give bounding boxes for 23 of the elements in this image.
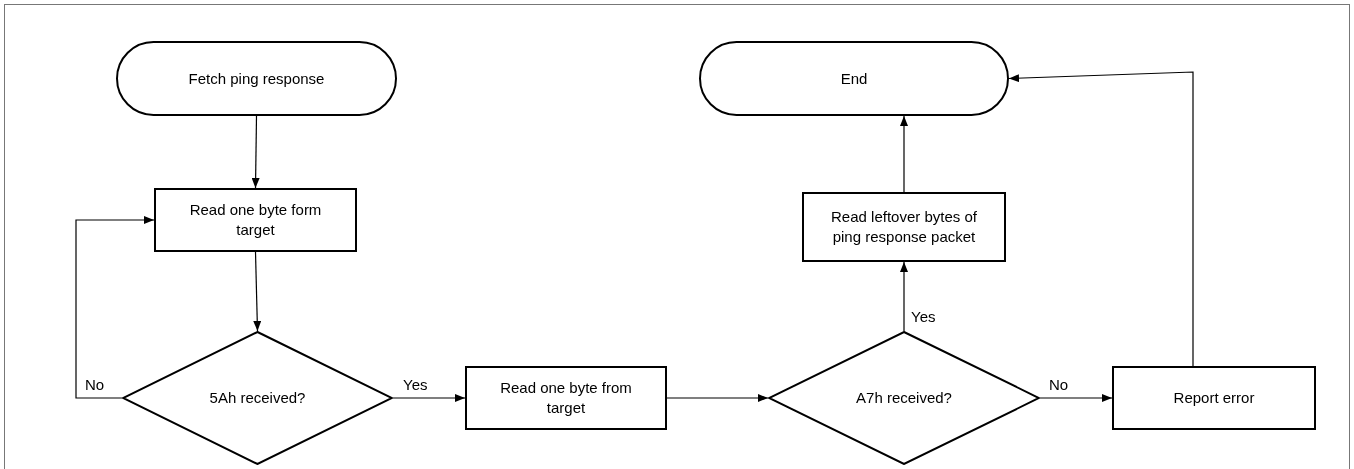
node-label: Report error: [1173, 388, 1255, 408]
node-label: 5Ah received?: [209, 388, 306, 408]
process-box: [465, 366, 667, 430]
process-box: [802, 192, 1006, 262]
decision-diamond: [122, 331, 393, 465]
arrow: [900, 115, 908, 193]
node-label: Read leftover bytes of ping response packet: [830, 207, 978, 247]
node-label: Read one byte from target: [499, 378, 633, 418]
arrow: [251, 115, 260, 189]
arrow: [666, 394, 769, 402]
node-label: End: [840, 68, 868, 89]
arrow: [75, 216, 155, 399]
arrow: [900, 261, 908, 332]
arrow: [1039, 394, 1113, 402]
process-box: [154, 188, 357, 252]
process-box: [1112, 366, 1316, 430]
arrow: [392, 394, 466, 402]
node-label: Fetch ping response: [188, 68, 325, 89]
decision-diamond: [768, 331, 1040, 465]
arrow: [253, 251, 262, 332]
node-label: Read one byte form target: [188, 200, 323, 240]
node-label: A7h received?: [856, 388, 952, 408]
arrow: [1008, 71, 1194, 367]
